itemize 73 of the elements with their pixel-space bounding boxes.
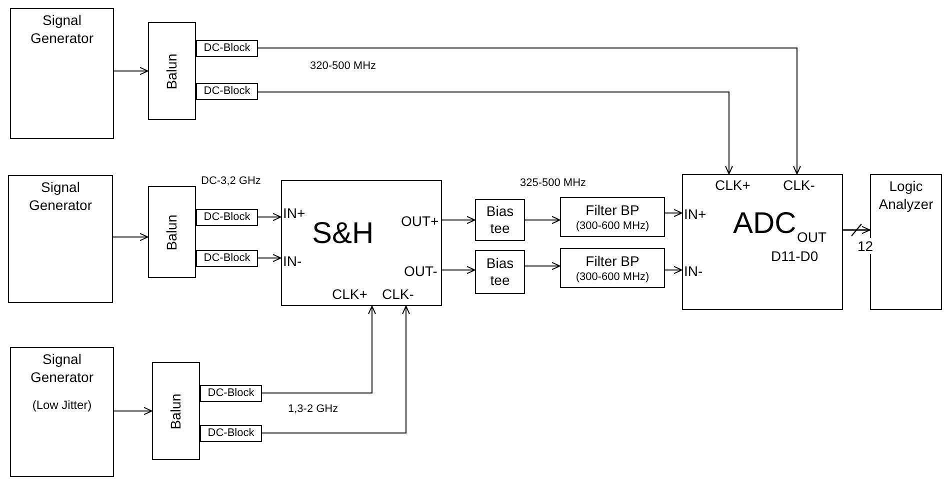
port-label: IN- bbox=[283, 253, 302, 269]
dc-block-box bbox=[200, 425, 262, 442]
component-box bbox=[8, 175, 113, 303]
component-box bbox=[148, 22, 196, 120]
port-label: CLK+ bbox=[715, 177, 750, 193]
port-label: IN- bbox=[684, 263, 703, 279]
frequency-label: 320-500 MHz bbox=[310, 60, 376, 73]
dc-block-box bbox=[196, 250, 258, 267]
bus-width-label: 12 bbox=[858, 238, 874, 254]
port-label: OUT- bbox=[404, 263, 438, 279]
port-label: IN+ bbox=[684, 206, 706, 222]
instrument-name: Signal Generator bbox=[28, 178, 94, 214]
frequency-range: (300-600 MHz) bbox=[576, 270, 650, 284]
port-label: OUT bbox=[797, 229, 827, 245]
component-name: DC-Block bbox=[204, 42, 250, 55]
instrument-note: (Low Jitter) bbox=[32, 398, 92, 413]
port-label: CLK+ bbox=[332, 286, 368, 302]
component-box bbox=[682, 174, 843, 310]
component-name: DC-Block bbox=[204, 85, 250, 98]
signal-arrow bbox=[524, 216, 560, 224]
signal-arrow bbox=[442, 216, 476, 224]
frequency-range: (300-600 MHz) bbox=[576, 218, 650, 232]
component-box bbox=[475, 250, 525, 294]
port-label: CLK- bbox=[783, 177, 815, 193]
signal-arrow bbox=[112, 233, 148, 241]
signal-arrow bbox=[262, 306, 410, 434]
component-name: Filter BP bbox=[586, 202, 640, 218]
component-name: DC-Block bbox=[208, 427, 254, 440]
signal-arrow bbox=[258, 92, 733, 174]
component-box bbox=[152, 362, 200, 460]
component-name: Balun bbox=[162, 53, 180, 89]
instrument-name: Signal Generator bbox=[29, 350, 95, 386]
frequency-label: 325-500 MHz bbox=[520, 177, 586, 190]
signal-arrow bbox=[258, 48, 801, 174]
signal-arrow bbox=[262, 306, 376, 394]
component-name: Bias tee bbox=[485, 203, 515, 237]
component-name: DC-Block bbox=[204, 211, 250, 224]
port-label: CLK- bbox=[382, 286, 414, 302]
component-box bbox=[560, 248, 665, 288]
component-box bbox=[148, 186, 196, 278]
component-name: Balun bbox=[162, 214, 180, 250]
dc-block-box bbox=[196, 209, 258, 226]
frequency-label: 1,3-2 GHz bbox=[288, 403, 338, 416]
signal-arrow bbox=[258, 254, 282, 262]
component-name: DC-Block bbox=[208, 387, 254, 400]
port-label: IN+ bbox=[283, 205, 306, 221]
instrument-name: Signal Generator bbox=[29, 11, 95, 47]
block-title: ADC bbox=[733, 207, 796, 241]
signal-arrow bbox=[114, 407, 152, 415]
component-box bbox=[281, 180, 442, 306]
component-box bbox=[10, 8, 114, 139]
port-label: D11-D0 bbox=[771, 248, 818, 264]
block-title: S&H bbox=[312, 217, 374, 251]
port-label: OUT+ bbox=[401, 213, 439, 229]
component-box bbox=[10, 347, 114, 477]
signal-arrow bbox=[114, 67, 148, 75]
signal-arrow bbox=[442, 266, 476, 274]
signal-arrow bbox=[843, 226, 870, 234]
dc-block-box bbox=[196, 40, 258, 57]
component-name: Filter BP bbox=[586, 252, 640, 270]
dc-block-box bbox=[196, 83, 258, 100]
signal-arrow bbox=[664, 266, 682, 274]
component-name: Bias tee bbox=[485, 255, 515, 289]
dc-block-box bbox=[200, 385, 262, 402]
signal-arrow bbox=[664, 209, 682, 217]
signal-arrow bbox=[258, 213, 282, 221]
component-box bbox=[475, 199, 525, 241]
signal-arrow bbox=[524, 262, 560, 270]
frequency-label: DC-3,2 GHz bbox=[201, 175, 261, 188]
instrument-name: Logic Analyzer bbox=[878, 177, 934, 213]
component-name: DC-Block bbox=[204, 252, 250, 265]
component-name: Balun bbox=[166, 393, 184, 429]
component-box bbox=[560, 197, 665, 237]
